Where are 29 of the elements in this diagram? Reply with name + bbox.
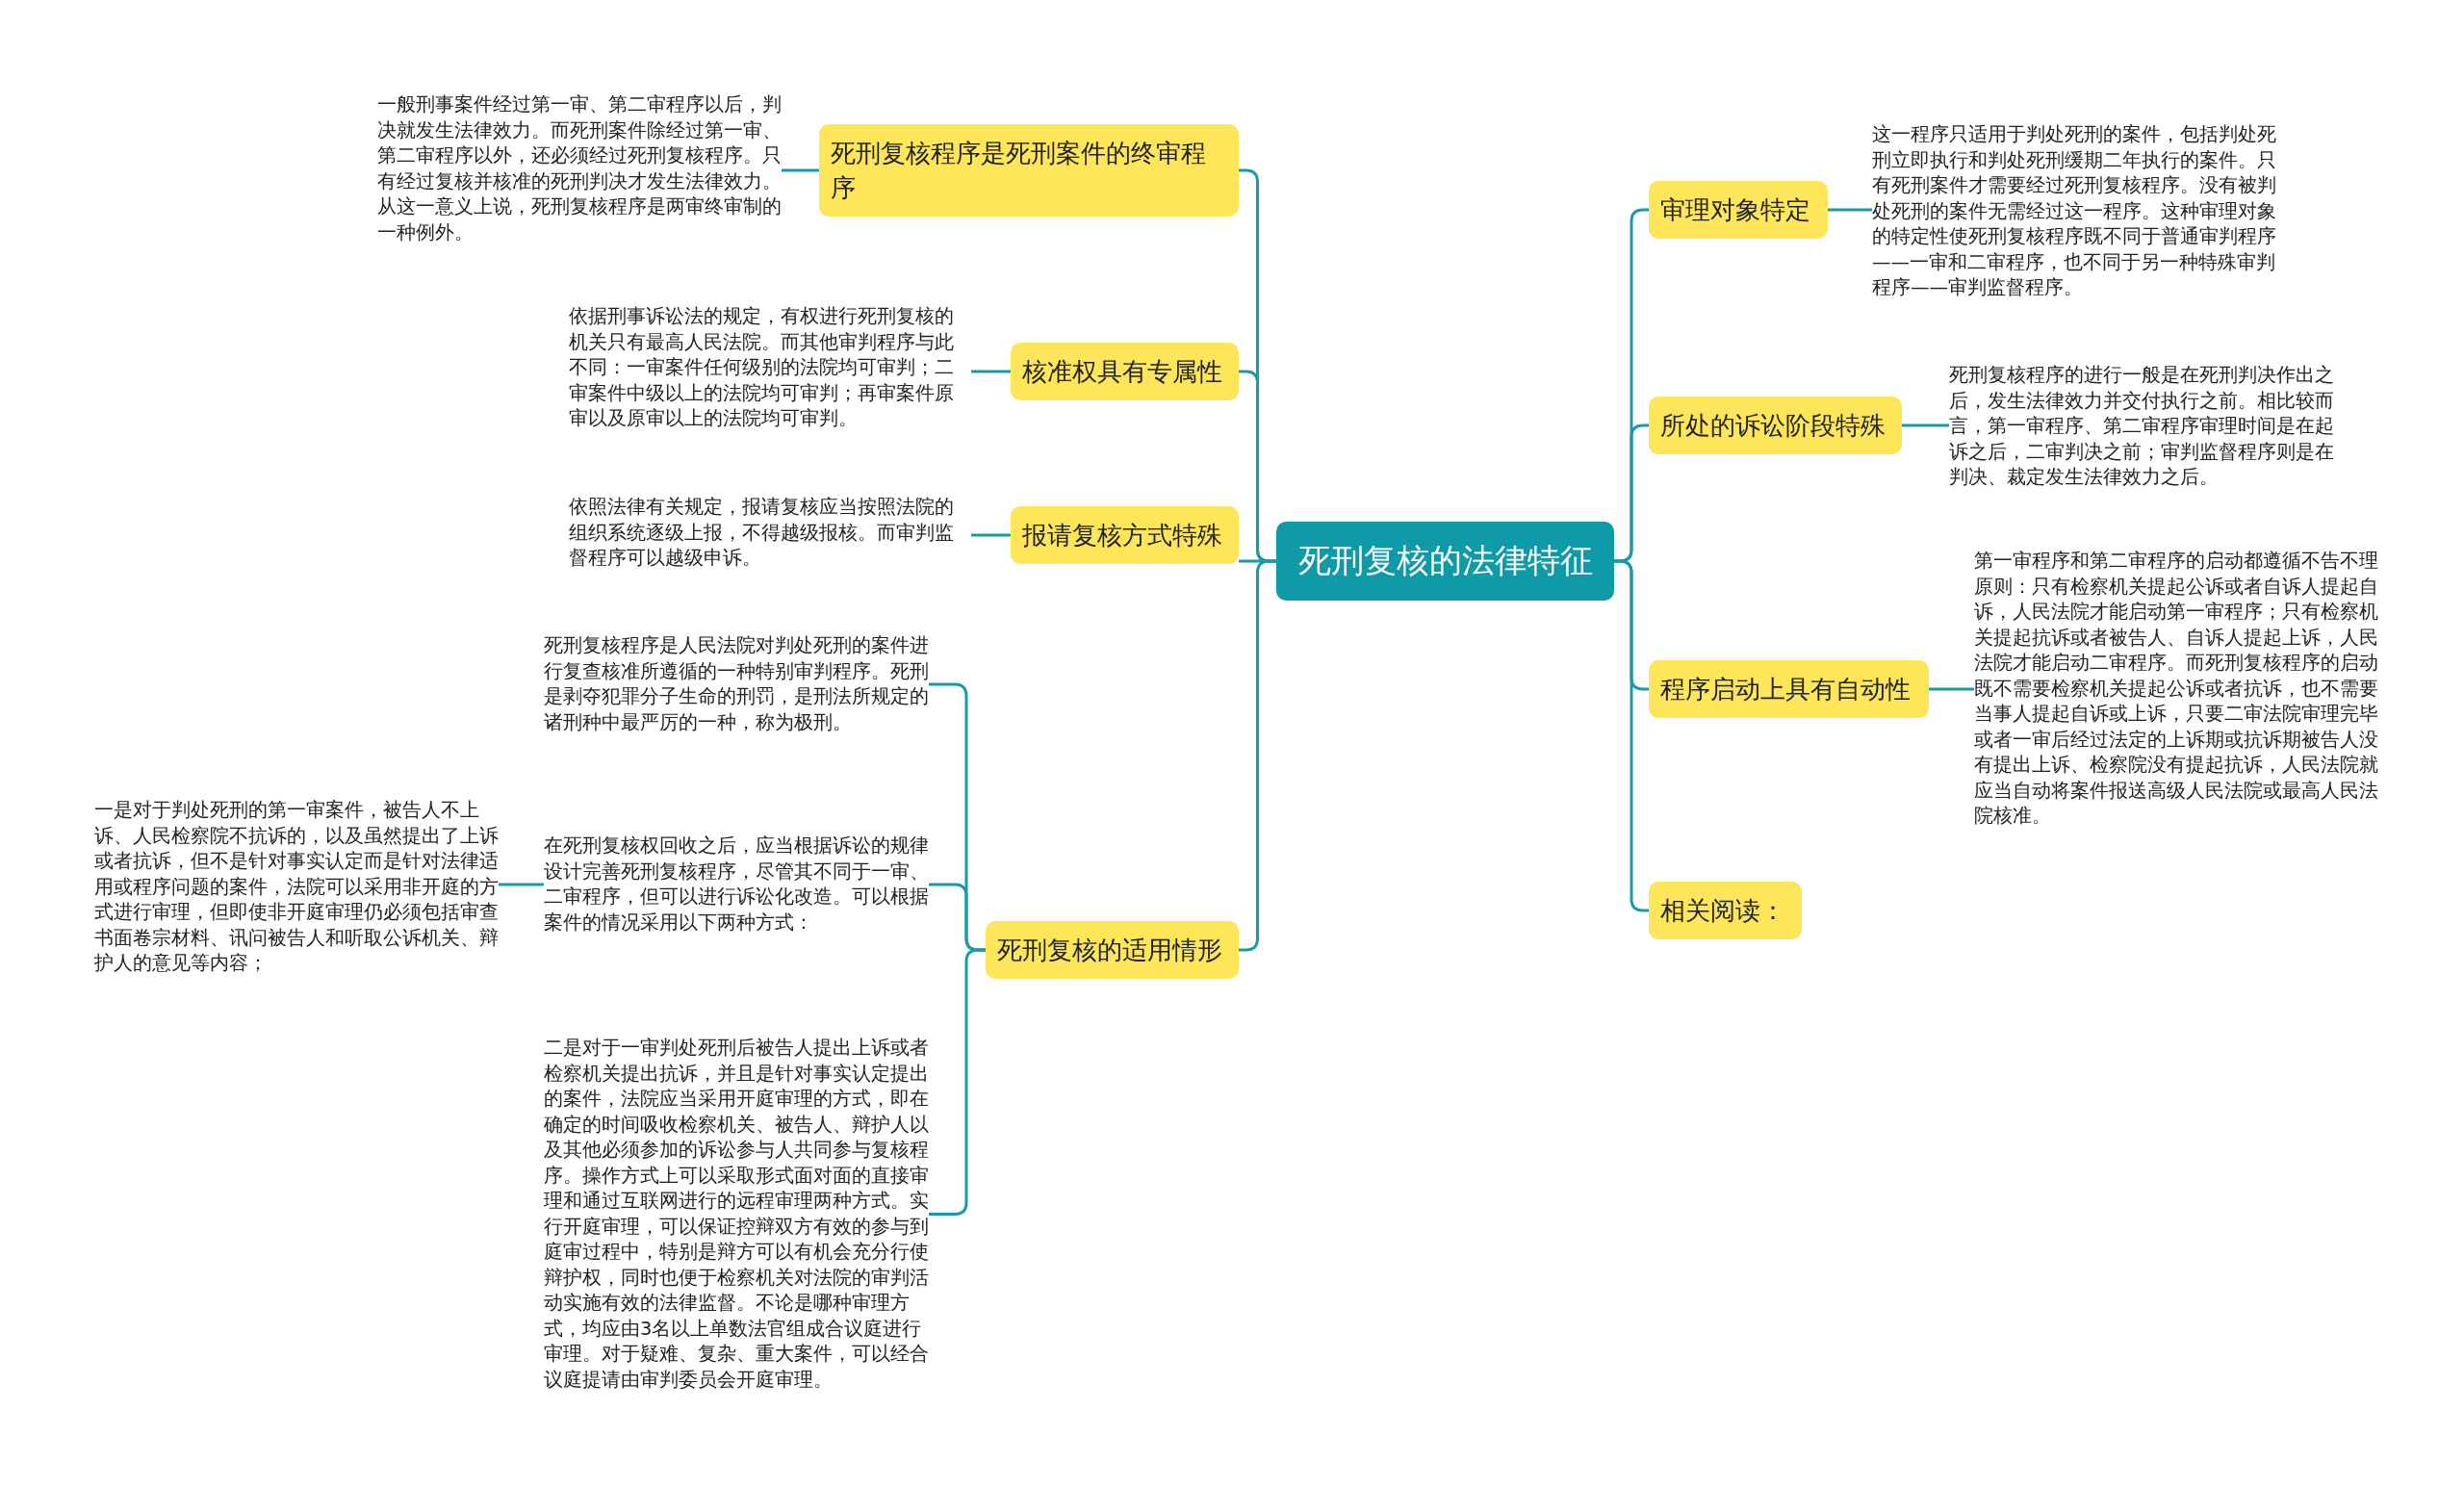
- topic-box: 相关阅读：: [1649, 882, 1802, 939]
- connector-line: [499, 883, 544, 886]
- topic-box: 报请复核方式特殊: [1011, 506, 1239, 564]
- central-topic-box: 死刑复核的法律特征: [1276, 522, 1614, 601]
- topic-box: 所处的诉讼阶段特殊: [1649, 397, 1902, 454]
- connector-line: [971, 533, 1011, 537]
- note-text: 二是对于一审判处死刑后被告人提出上诉或者检察机关提出抗诉，并且是针对事实认定提出的案件，法院应当采用开庭审理的方式，即在确定的时间吸收检察机关、被告人、辩护人以及其他必须参加的诉讼参与人共同参与复核程序。操作方式上可以采取形式面对面的直接审理和通过互联网进行的远程审理两种方式。实行开庭审理，可以保证控辩双方有效的参与到庭审过程中，特别是辩方可以有机会充分行使辩护权，同时也便于检察机关对法院的审判活动实施有效的法律监督。不论是哪种审理方式，均应由3名以上单数法官组成合议庭进行审理。对于疑难、复杂、重大案件，可以经合议庭提请由审判委员会开庭审理。: [544, 1036, 929, 1393]
- note-text: 依照法律有关规定，报请复核应当按照法院的组织系统逐级上报，不得越级报核。而审判监督程序可以越级申诉。: [569, 495, 971, 572]
- note-text: 在死刑复核权回收之后，应当根据诉讼的规律设计完善死刑复核程序，尽管其不同于一审、二审程序，但可以进行诉讼化改造。可以根据案件的情况采用以下两种方式：: [544, 833, 929, 936]
- note-text: 一般刑事案件经过第一审、第二审程序以后，判决就发生法律效力。而死刑案件除经过第一审、第二审程序以外，还必须经过死刑复核程序。只有经过复核并核准的死刑判决才发生法律效力。从这一意义上说，死刑复核程序是两审终审制的一种例外。: [377, 92, 782, 245]
- connector-line: [1929, 687, 1974, 691]
- topic-box: 审理对象特定: [1649, 181, 1828, 239]
- connector-line: [1902, 423, 1949, 427]
- topic-box: 死刑复核的适用情形: [986, 921, 1239, 979]
- connector-line: [929, 948, 986, 1216]
- note-text: 这一程序只适用于判处死刑的案件，包括判处死刑立即执行和判处死刑缓期二年执行的案件。只有死刑案件才需要经过死刑复核程序。没有被判处死刑的案件无需经过这一程序。这种审理对象的特定性使死刑复核程序既不同于普通审判程序——一审和二审程序，也不同于另一种特殊审判程序——审判监督程序。: [1872, 122, 2276, 301]
- connector-line: [1239, 559, 1276, 952]
- note-text: 第一审程序和第二审程序的启动都遵循不告不理原则：只有检察机关提起公诉或者自诉人提起自诉，人民法院才能启动第一审程序；只有检察机关提起抗诉或者被告人、自诉人提起上诉，人民法院才能启动二审程序。而死刑复核程序的启动既不需要检察机关提起公诉或者抗诉，也不需要当事人提起自诉或上诉，只要二审法院审理完毕或者一审后经过法定的上诉期或抗诉期被告人没有提出上诉、检察院没有提起抗诉，人民法院就应当自动将案件报送高级人民法院或最高人民法院核准。: [1974, 549, 2378, 830]
- connector-line: [1614, 559, 1649, 912]
- note-text: 死刑复核程序是人民法院对判处死刑的案件进行复查核准所遵循的一种特别审判程序。死刑是剥夺犯罪分子生命的刑罚，是刑法所规定的诸刑种中最严厉的一种，称为极刑。: [544, 633, 929, 735]
- connector-line: [782, 168, 819, 172]
- topic-box: 死刑复核程序是死刑案件的终审程序: [819, 124, 1239, 217]
- note-text: 死刑复核程序的进行一般是在死刑判决作出之后，发生法律效力并交付执行之前。相比较而言，第一审程序、第二审程序审理时间是在起诉之后，二审判决之前；审判监督程序则是在判决、裁定发生法律效力之后。: [1949, 363, 2351, 491]
- topic-box: 程序启动上具有自动性: [1649, 660, 1929, 718]
- connector-line: [1828, 208, 1872, 212]
- topic-box: 核准权具有专属性: [1011, 343, 1239, 400]
- note-text: 一是对于判处死刑的第一审案件，被告人不上诉、人民检察院不抗诉的，以及虽然提出了上诉或者抗诉，但不是针对事实认定而是针对法律适用或程序问题的案件，法院可以采用非开庭的方式进行审理，但即使非开庭审理仍必须包括审查书面卷宗材料、讯问被告人和听取公诉机关、辩护人的意见等内容；: [94, 798, 499, 977]
- note-text: 依据刑事诉讼法的规定，有权进行死刑复核的机关只有最高人民法院。而其他审判程序与此不同：一审案件任何级别的法院均可审判；二审案件中级以上的法院均可审判；再审案件原审以及原审以上的法院均可审判。: [569, 304, 971, 432]
- connector-line: [971, 370, 1011, 373]
